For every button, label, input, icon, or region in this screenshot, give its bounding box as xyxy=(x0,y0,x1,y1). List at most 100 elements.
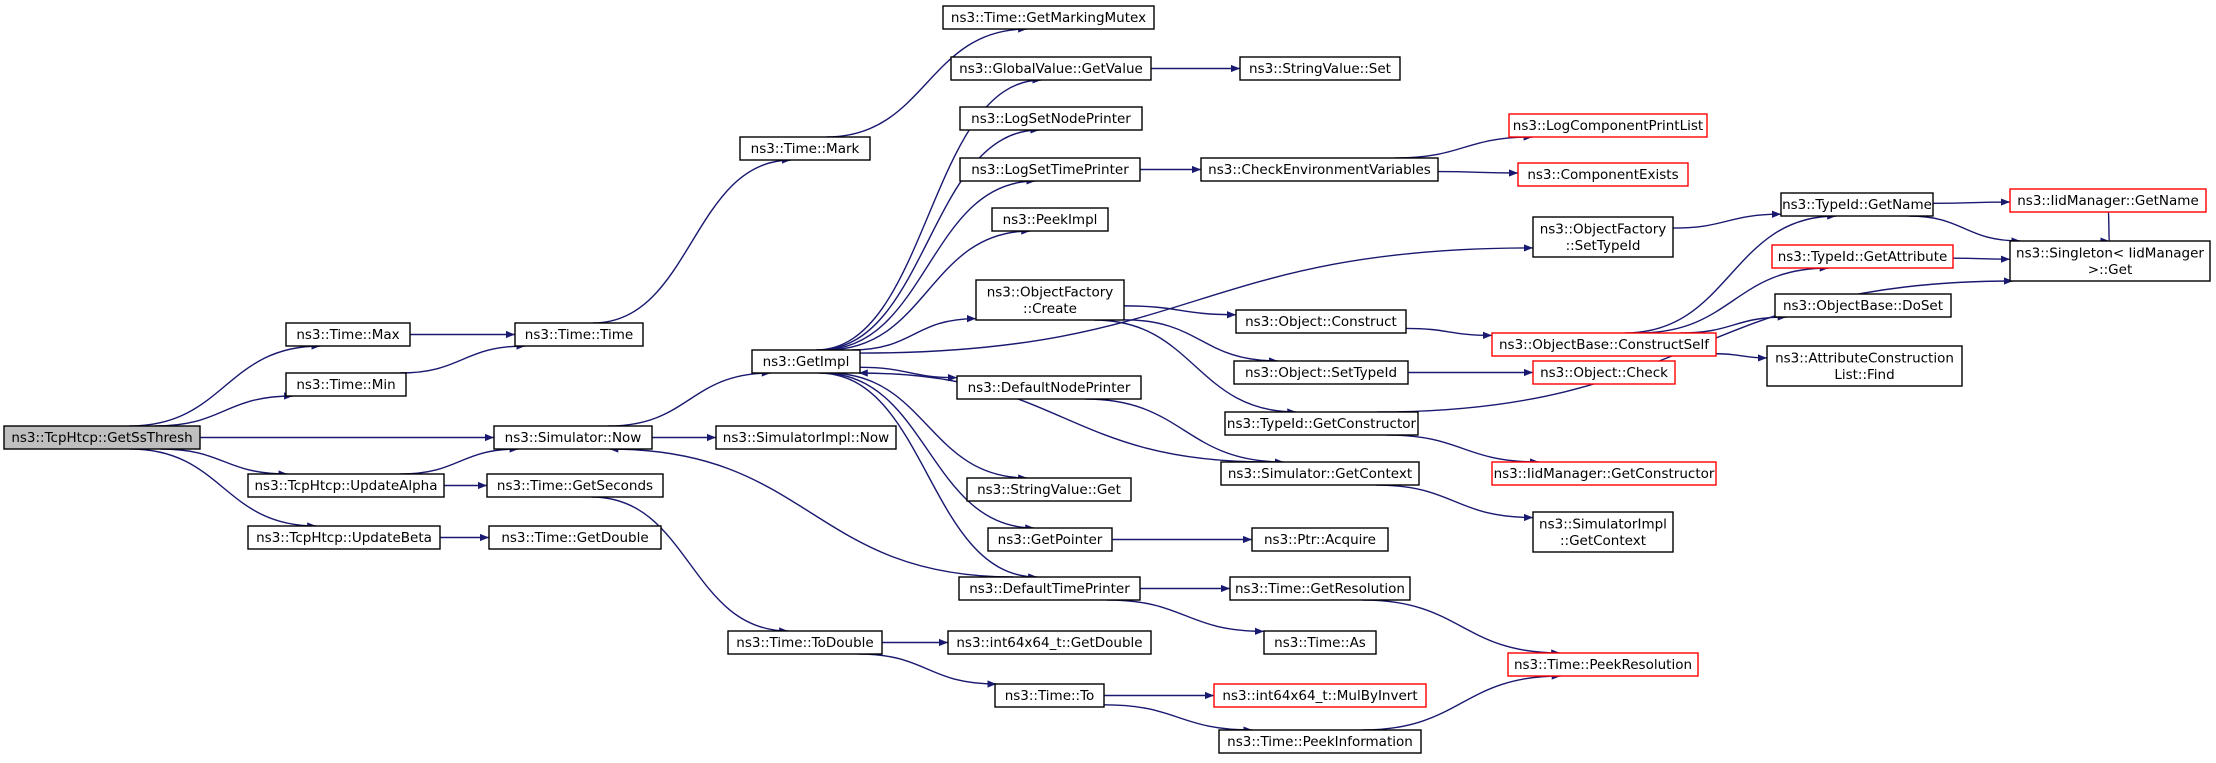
node-box xyxy=(1239,56,1401,81)
function-node-simImplGetContext[interactable]: ns3::SimulatorImpl::GetContext xyxy=(1532,511,1674,553)
node-box xyxy=(1235,309,1407,334)
node-box xyxy=(493,425,653,450)
function-node-singletonGet[interactable]: ns3::Singleton< IidManager>::Get xyxy=(2009,240,2211,282)
call-edge-defaultTimePrinter-to-simNow xyxy=(609,445,1014,578)
function-node-defaultNodePrinter[interactable]: ns3::DefaultNodePrinter xyxy=(956,375,1142,400)
function-node-getDouble[interactable]: ns3::Time::GetDouble xyxy=(488,525,662,550)
node-label: ns3::Time::GetSeconds xyxy=(497,478,653,494)
call-edge-ofCreate-to-objSetTypeId xyxy=(1123,319,1279,365)
function-node-int64GetDouble[interactable]: ns3::int64x64_t::GetDouble xyxy=(947,630,1152,655)
node-label: ns3::DefaultNodePrinter xyxy=(968,380,1131,396)
function-node-getPointer[interactable]: ns3::GetPointer xyxy=(987,527,1113,552)
node-label: ns3::Time::GetResolution xyxy=(1235,581,1405,597)
function-node-updateAlpha[interactable]: ns3::TcpHtcp::UpdateAlpha xyxy=(247,473,445,498)
call-edge-getSsThresh-to-updateAlpha xyxy=(160,448,288,478)
call-edge-ofCreate-to-getConstructor xyxy=(1093,319,1297,416)
call-edge-getSsThresh-to-timeMax xyxy=(129,342,321,427)
function-node-logSetTimePrinter[interactable]: ns3::LogSetTimePrinter xyxy=(959,157,1141,182)
node-box xyxy=(950,56,1152,81)
function-node-markingMutex[interactable]: ns3::Time::GetMarkingMutex xyxy=(942,5,1155,30)
function-node-timeTime[interactable]: ns3::Time::Time xyxy=(514,322,644,347)
function-node-simImplNow[interactable]: ns3::SimulatorImpl::Now xyxy=(715,425,897,450)
function-node-objConstruct[interactable]: ns3::Object::Construct xyxy=(1235,309,1407,334)
node-label: ns3::Object::Check xyxy=(1540,365,1668,381)
node-box xyxy=(1507,652,1699,677)
function-node-svSet[interactable]: ns3::StringValue::Set xyxy=(1239,56,1401,81)
function-node-typeIdGetName[interactable]: ns3::TypeId::GetName xyxy=(1780,192,1934,217)
node-box xyxy=(966,477,1132,502)
node-label: ns3::Time::As xyxy=(1274,635,1366,651)
function-node-iidGetName[interactable]: ns3::IidManager::GetName xyxy=(2009,188,2207,213)
call-edge-timeTime-to-timeMark xyxy=(592,156,792,324)
function-node-compExists[interactable]: ns3::ComponentExists xyxy=(1517,162,1689,187)
function-node-peekInformation[interactable]: ns3::Time::PeekInformation xyxy=(1218,729,1422,754)
node-label: ns3::IidManager::GetName xyxy=(2017,193,2199,209)
node-box xyxy=(514,322,644,347)
function-node-ofSetTypeId[interactable]: ns3::ObjectFactory::SetTypeId xyxy=(1532,216,1674,258)
function-node-peekImpl[interactable]: ns3::PeekImpl xyxy=(991,207,1109,232)
node-label: ns3::Time::Min xyxy=(296,377,395,393)
call-edge-getResolution-to-peekResolution xyxy=(1362,599,1561,657)
function-node-ofCreate[interactable]: ns3::ObjectFactory::Create xyxy=(975,279,1125,321)
function-node-logSetNodePrinter[interactable]: ns3::LogSetNodePrinter xyxy=(959,106,1143,131)
function-node-mulByInvert[interactable]: ns3::int64x64_t::MulByInvert xyxy=(1213,683,1427,708)
node-box xyxy=(1220,461,1420,486)
function-node-iidGetConstructor[interactable]: ns3::IidManager::GetConstructor xyxy=(1491,461,1717,486)
function-node-timeAs[interactable]: ns3::Time::As xyxy=(1263,630,1377,655)
function-node-getImpl[interactable]: ns3::GetImpl xyxy=(751,349,861,374)
function-node-objCheck[interactable]: ns3::Object::Check xyxy=(1532,360,1676,385)
call-edge-obConstructSelf-to-typeIdGetName xyxy=(1624,212,1837,334)
node-box xyxy=(247,473,445,498)
function-node-svGet[interactable]: ns3::StringValue::Get xyxy=(966,477,1132,502)
call-edge-typeIdGetName-to-iidGetName xyxy=(1932,198,2011,206)
function-node-checkEnv[interactable]: ns3::CheckEnvironmentVariables xyxy=(1200,157,1439,182)
function-node-ptrAcquire[interactable]: ns3::Ptr::Acquire xyxy=(1251,527,1389,552)
function-node-obDoSet[interactable]: ns3::ObjectBase::DoSet xyxy=(1774,293,1952,318)
node-label: ns3::SimulatorImpl xyxy=(1539,516,1667,532)
node-label: ns3::TypeId::GetAttribute xyxy=(1778,249,1948,265)
node-label: ns3::ObjectFactory xyxy=(1540,221,1667,237)
node-box xyxy=(285,372,407,397)
call-edge-obConstructSelf-to-acListFind xyxy=(1715,353,1768,362)
node-label: ns3::TypeId::GetName xyxy=(1782,197,1932,213)
node-box xyxy=(1213,683,1427,708)
node-label: ns3::CheckEnvironmentVariables xyxy=(1208,162,1431,178)
node-label: ns3::GetPointer xyxy=(998,532,1103,548)
function-node-getSsThresh[interactable]: ns3::TcpHtcp::GetSsThresh xyxy=(3,425,201,450)
function-node-getConstructor[interactable]: ns3::TypeId::GetConstructor xyxy=(1224,411,1419,436)
node-label: List::Find xyxy=(1834,367,1894,383)
function-node-timeMark[interactable]: ns3::Time::Mark xyxy=(739,136,871,161)
call-edge-checkEnv-to-compExists xyxy=(1437,169,1519,177)
node-box xyxy=(1508,113,1708,138)
function-node-simGetContext[interactable]: ns3::Simulator::GetContext xyxy=(1220,461,1420,486)
call-edge-timeMin-to-timeTime xyxy=(399,342,526,374)
node-label: ns3::SimulatorImpl::Now xyxy=(723,430,889,446)
node-box xyxy=(1517,162,1689,187)
function-node-timeMin[interactable]: ns3::Time::Min xyxy=(285,372,407,397)
node-label: ns3::Time::GetMarkingMutex xyxy=(951,10,1146,26)
call-edge-getSsThresh-to-updateBeta xyxy=(129,448,317,530)
node-box xyxy=(1532,511,1674,553)
node-box xyxy=(247,525,441,550)
function-node-toDouble[interactable]: ns3::Time::ToDouble xyxy=(727,630,883,655)
node-label: ns3::Time::Max xyxy=(296,327,399,343)
function-node-getSeconds[interactable]: ns3::Time::GetSeconds xyxy=(486,473,664,498)
call-edge-simGetContext-to-simImplGetContext xyxy=(1375,484,1534,522)
function-node-updateBeta[interactable]: ns3::TcpHtcp::UpdateBeta xyxy=(247,525,441,550)
function-node-gvGetValue[interactable]: ns3::GlobalValue::GetValue xyxy=(950,56,1152,81)
node-box xyxy=(751,349,861,374)
function-node-obConstructSelf[interactable]: ns3::ObjectBase::ConstructSelf xyxy=(1491,332,1717,357)
function-node-typeIdGetAttribute[interactable]: ns3::TypeId::GetAttribute xyxy=(1771,244,1954,269)
function-node-getResolution[interactable]: ns3::Time::GetResolution xyxy=(1229,576,1411,601)
node-box xyxy=(947,630,1152,655)
function-node-peekResolution[interactable]: ns3::Time::PeekResolution xyxy=(1507,652,1699,677)
node-label: ns3::TypeId::GetConstructor xyxy=(1227,416,1417,432)
function-node-objSetTypeId[interactable]: ns3::Object::SetTypeId xyxy=(1233,360,1409,385)
node-label: ns3::Ptr::Acquire xyxy=(1264,532,1376,548)
function-node-logCompPrint[interactable]: ns3::LogComponentPrintList xyxy=(1508,113,1708,138)
function-node-defaultTimePrinter[interactable]: ns3::DefaultTimePrinter xyxy=(958,576,1141,601)
function-node-simNow[interactable]: ns3::Simulator::Now xyxy=(493,425,653,450)
function-node-timeTo[interactable]: ns3::Time::To xyxy=(994,683,1105,708)
function-node-timeMax[interactable]: ns3::Time::Max xyxy=(285,322,411,347)
